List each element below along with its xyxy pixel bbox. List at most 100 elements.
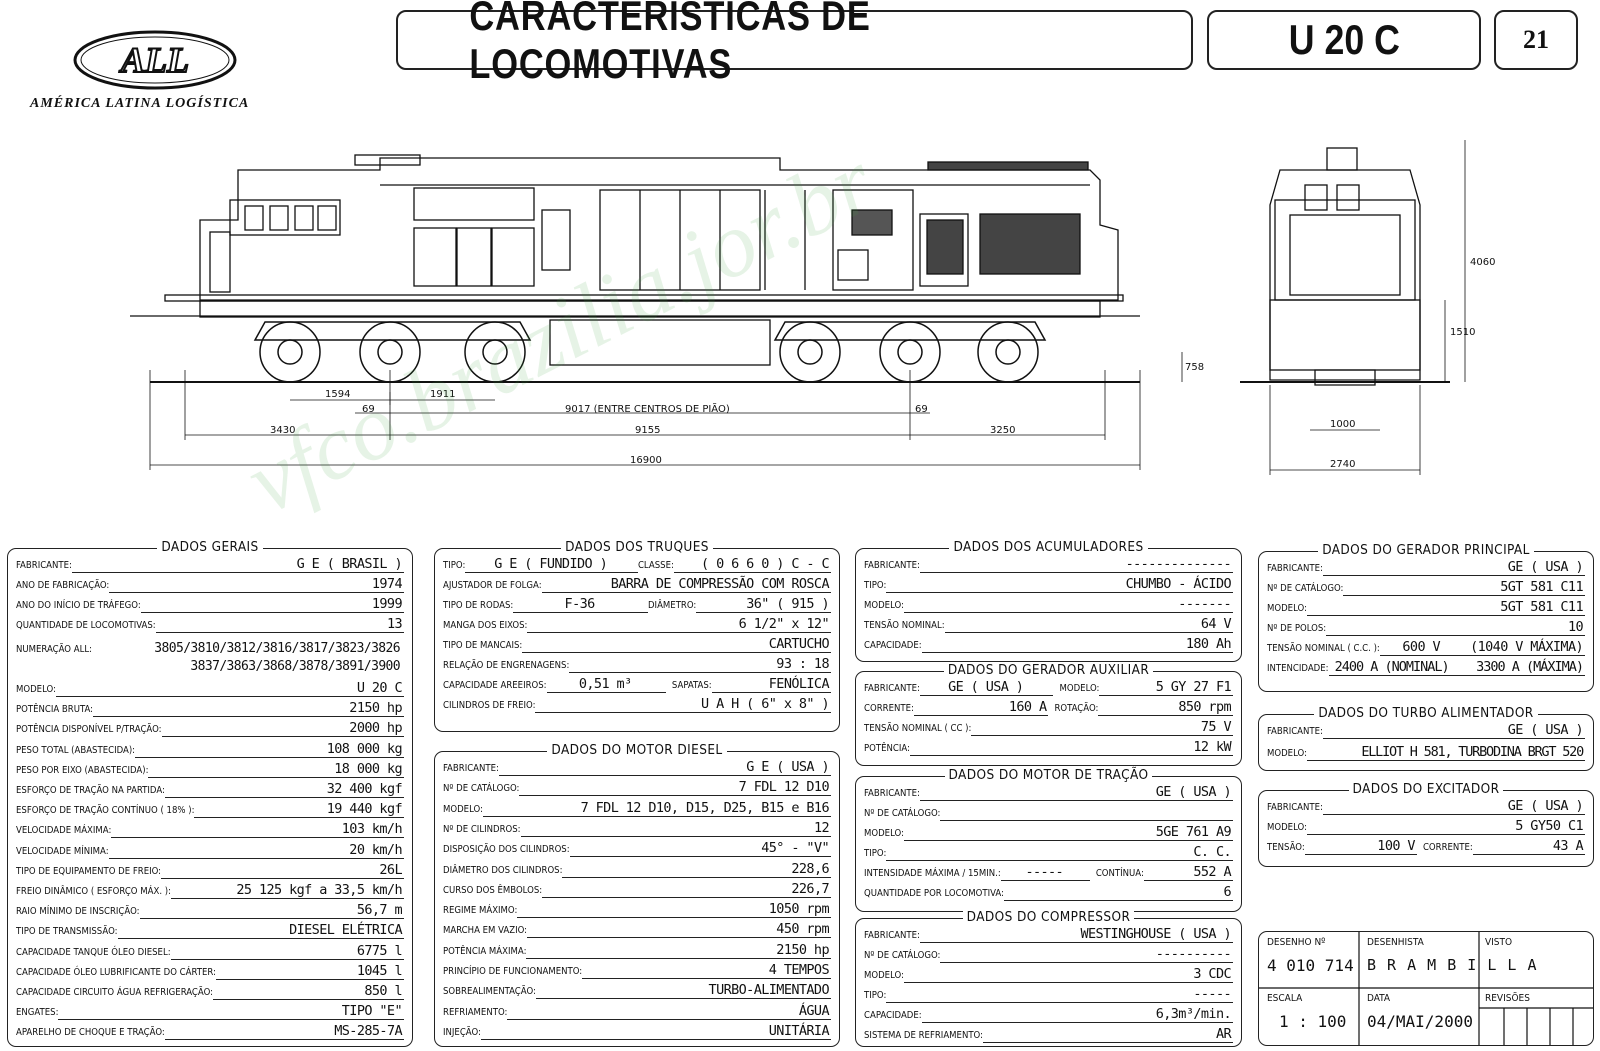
field-value: U A H ( 6" x 8" ) <box>535 696 831 713</box>
field-label: ROTAÇÃO: <box>1054 703 1099 714</box>
field-row: TIPO DE RODAS: F-36 DIÂMETRO: 36" ( 915 … <box>443 593 831 613</box>
field-value: G E ( BRASIL ) <box>71 556 404 573</box>
field-label: TENSÃO NOMINAL ( CC ): <box>864 723 972 734</box>
field-row: ANO DE FABRICAÇÃO:1974 <box>16 573 404 593</box>
field-row: Nº DE CATÁLOGO:---------- <box>864 943 1233 963</box>
panel-dados-gerador-auxiliar: DADOS DO GERADOR AUXILIAR FABRICANTE: GE… <box>855 662 1242 766</box>
field-label: FABRICANTE: <box>1267 802 1323 813</box>
field-row: Nº DE CILINDROS:12 <box>443 817 831 837</box>
field-row: CAPACIDADE ÓLEO LUBRIFICANTE DO CÁRTER:1… <box>16 960 404 980</box>
field-label: CAPACIDADE ÓLEO LUBRIFICANTE DO CÁRTER: <box>16 966 216 978</box>
field-value: 2400 A (NOMINAL) <box>1328 659 1457 676</box>
field-value: 5GE 761 A9 <box>903 824 1233 841</box>
field-value: F-36 <box>513 596 648 613</box>
field-label: PESO POR EIXO (ABASTECIDA): <box>16 764 149 776</box>
field-row: ANO DO INÍCIO DE TRÁFEGO:1999 <box>16 593 404 613</box>
field-value: AR <box>983 1026 1233 1043</box>
field-label: MODELO: <box>443 803 483 815</box>
field-row: INTENCIDADE: 2400 A (NOMINAL) 3300 A (MÁ… <box>1267 656 1586 676</box>
field-label: CAPACIDADE AREEIROS: <box>443 680 547 691</box>
field-row: MODELO:3 CDC <box>864 963 1233 983</box>
field-label: FABRICANTE: <box>16 560 72 571</box>
field-label: TENSÃO: <box>1267 842 1305 853</box>
field-label: ANO DO INÍCIO DE TRÁFEGO: <box>16 600 141 611</box>
field-value: 19 440 kgf <box>194 801 404 819</box>
field-row: FABRICANTE: GE ( USA ) <box>1267 556 1585 576</box>
field-row: TIPO: G E ( FUNDIDO ) CLASSE: ( 0 6 6 0 … <box>443 553 831 573</box>
field-value: 5GT 581 C11 <box>1306 599 1585 616</box>
field-row: APARELHO DE CHOQUE E TRAÇÃO:MS-285-7A <box>16 1020 404 1041</box>
field-value: CARTUCHO <box>522 636 831 653</box>
field-value: ----- <box>1000 864 1090 881</box>
field-value: 6,3m³/min. <box>921 1006 1233 1023</box>
model-title: U 20 C <box>1288 16 1400 63</box>
field-label: TENSÃO NOMINAL: <box>864 620 945 631</box>
data-label: DATA <box>1367 993 1390 1004</box>
revisoes-label: REVISÕES <box>1485 993 1530 1004</box>
field-value: ÁGUA <box>507 1003 831 1020</box>
field-value: DIESEL ELÉTRICA <box>117 922 404 940</box>
dim-3250: 3250 <box>990 425 1015 436</box>
field-value: 850 l <box>213 983 404 1000</box>
field-value: 36" ( 915 ) <box>696 596 831 613</box>
field-row: MODELO: ELLIOT H 581, TURBODINA BRGT 520 <box>1267 741 1585 761</box>
logo-ellipse-icon: ALL <box>73 30 237 90</box>
field-label: RELAÇÃO DE ENGRENAGENS: <box>443 660 570 671</box>
field-value: UNITÁRIA <box>480 1023 831 1040</box>
field-value: BARRA DE COMPRESSÃO COM ROSCA <box>541 576 831 593</box>
field-value: 226,7 <box>542 881 831 898</box>
field-row: MODELO: 5GT 581 C11 <box>1267 596 1585 616</box>
field-label: FABRICANTE: <box>864 683 920 694</box>
dim-69-left: 69 <box>362 404 375 415</box>
field-value: GE ( USA ) <box>1322 722 1585 739</box>
panel-dados-acumuladores: DADOS DOS ACUMULADORES FABRICANTE:------… <box>855 539 1242 662</box>
field-value: 5 GY50 C1 <box>1306 818 1585 835</box>
logo-mark: ALL <box>119 40 189 80</box>
field-label: Nº DE CATÁLOGO: <box>864 808 941 819</box>
field-row: FABRICANTE:G E ( USA ) <box>443 756 831 776</box>
field-label: Nº DE CATÁLOGO: <box>443 783 520 795</box>
model-box: U 20 C <box>1207 10 1481 70</box>
field-row: POTÊNCIA MÁXIMA:2150 hp <box>443 939 831 959</box>
field-value: 1050 rpm <box>517 901 831 919</box>
field-label: MODELO: <box>864 970 904 981</box>
field-value: 552 A <box>1143 864 1233 881</box>
field-row: Nº DE CATÁLOGO:7 FDL 12 D10 <box>443 776 831 797</box>
field-row: INTENSIDADE MÁXIMA / 15min.: ----- CONTÍ… <box>864 861 1233 881</box>
panel-title: DADOS DO GERADOR AUXILIAR <box>943 662 1154 678</box>
panel-dados-motor-tracao: DADOS DO MOTOR DE TRAÇÃO FABRICANTE: GE … <box>855 767 1242 912</box>
field-row: VELOCIDADE MÁXIMA:103 km/h <box>16 818 404 839</box>
field-row: TIPO: C. C. <box>864 841 1233 861</box>
numeracao-line-2: 3837/3863/3868/3878/3891/3900 <box>190 659 400 674</box>
panel-dados-motor-diesel: DADOS DO MOTOR DIESEL FABRICANTE:G E ( U… <box>434 742 840 1047</box>
numeracao-line-1: 3805/3810/3812/3816/3817/3823/3826 <box>154 641 400 656</box>
field-row: CAPACIDADE:180 Ah <box>864 633 1233 653</box>
escala-label: ESCALA <box>1267 993 1303 1004</box>
field-value: G E ( FUNDIDO ) <box>465 556 638 573</box>
field-value: 850 rpm <box>1098 699 1234 716</box>
field-row: SISTEMA DE REFRIAMENTO:AR <box>864 1023 1233 1043</box>
field-value: 6 <box>1003 884 1233 901</box>
field-row: TIPO DE EQUIPAMENTO DE FREIO:26L <box>16 859 404 879</box>
field-row: Nº DE CATÁLOGO: <box>864 801 1233 821</box>
field-label: Nº DE CATÁLOGO: <box>864 950 941 961</box>
field-label: CAPACIDADE: <box>864 640 922 651</box>
locomotive-drawing: 1594 1911 69 9017 (ENTRE CENTROS DE PIÃO… <box>130 140 1495 475</box>
field-value: 18 000 kg <box>148 761 404 778</box>
title-block: DESENHO Nº 4 010 714 DESENHISTA B R A M … <box>1258 931 1594 1046</box>
field-label: CAPACIDADE CIRCUITO ÁGUA REFRIGERAÇÃO: <box>16 987 214 998</box>
dim-1000: 1000 <box>1330 419 1355 430</box>
field-label: MODELO: <box>1267 748 1307 759</box>
field-label: AJUSTADOR DE FOLGA: <box>443 580 542 591</box>
field-value: 3300 A (MÁXIMA) <box>1456 659 1586 676</box>
field-value: FENÓLICA <box>711 676 831 693</box>
panel-title: DADOS DO GERADOR PRINCIPAL <box>1318 542 1534 558</box>
dim-1594: 1594 <box>325 389 350 400</box>
field-label: TIPO DE TRANSMISSÃO: <box>16 926 118 938</box>
field-value: 75 V <box>971 719 1233 736</box>
field-label: ESFORÇO DE TRAÇÃO NA PARTIDA: <box>16 785 165 796</box>
field-label: TIPO: <box>864 580 887 591</box>
company-logo: ALL AMÉRICA LATINA LOGÍSTICA <box>30 18 270 118</box>
dim-758: 758 <box>1185 362 1204 373</box>
dim-16900: 16900 <box>630 455 662 466</box>
